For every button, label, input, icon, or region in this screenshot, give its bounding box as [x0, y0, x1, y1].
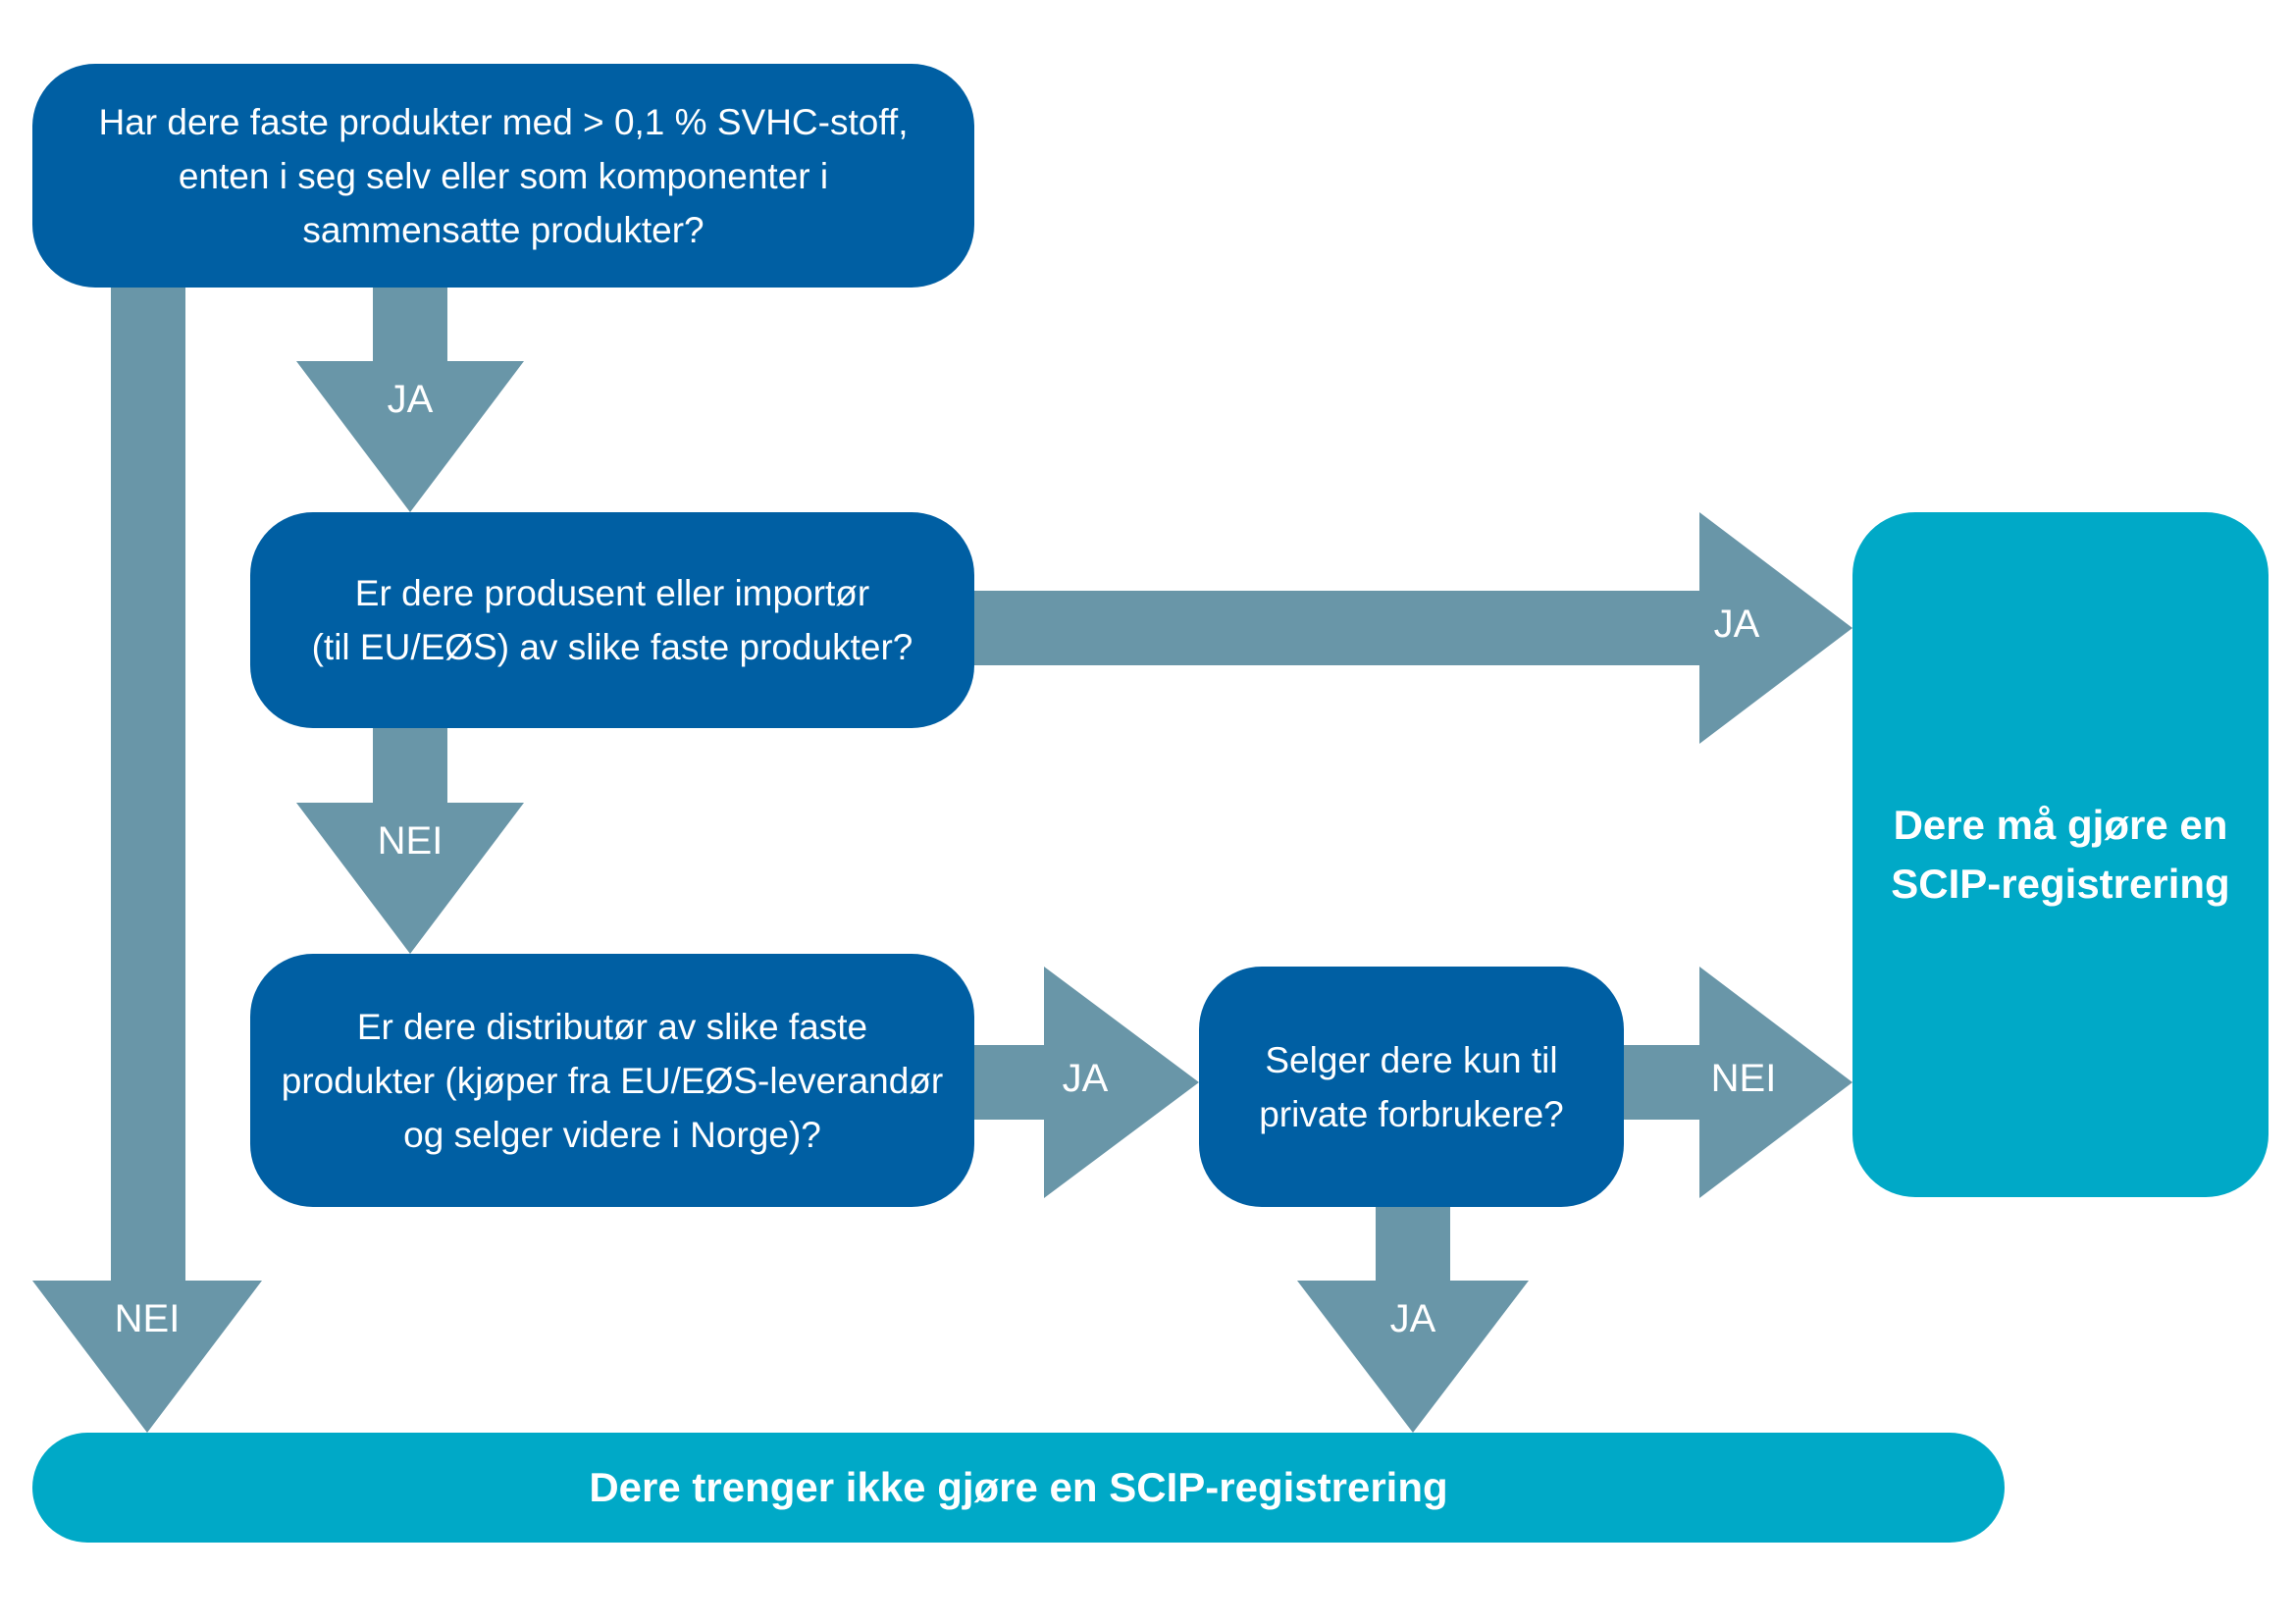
question-svhc-products-text: Har dere faste produkter med > 0,1 % SVH…: [98, 101, 909, 250]
question-svhc-products: Har dere faste produkter med > 0,1 % SVH…: [32, 64, 974, 288]
label-q3-ja: JA: [1062, 1057, 1109, 1100]
question-distributor-text: Er dere distributør av slike faste produ…: [281, 1006, 944, 1155]
arrow-q1-nei-shaft: [111, 285, 185, 1285]
label-q2-ja: JA: [1713, 602, 1760, 646]
question-private-consumers-text: Selger dere kun til private forbrukere?: [1259, 1039, 1564, 1134]
arrow-q4-nei-head: [1699, 967, 1852, 1198]
arrow-q2-nei-head: [296, 803, 524, 954]
arrow-q2-ja-head: [1699, 512, 1852, 744]
arrow-q2-nei-shaft: [373, 726, 447, 805]
question-producer-importer: Er dere produsent eller importør (til EU…: [250, 512, 974, 728]
result-no-registration: Dere trenger ikke gjøre en SCIP-registre…: [32, 1433, 2005, 1543]
arrow-q1-nei-head: [32, 1281, 262, 1433]
label-q4-ja: JA: [1389, 1297, 1436, 1340]
arrow-q4-nei-shaft: [1621, 1045, 1702, 1120]
arrow-q1-ja-shaft: [373, 285, 447, 363]
label-q1-nei: NEI: [114, 1297, 181, 1340]
result-no-registration-text: Dere trenger ikke gjøre en SCIP-registre…: [589, 1464, 1448, 1510]
arrow-q2-ja-shaft: [966, 591, 1702, 665]
result-registration-required-text: Dere må gjøre en SCIP-registrering: [1891, 802, 2230, 907]
arrow-q3-ja-head: [1044, 967, 1199, 1198]
question-producer-importer-text: Er dere produsent eller importør (til EU…: [311, 573, 913, 667]
label-q1-ja: JA: [387, 378, 434, 421]
label-q2-nei: NEI: [377, 819, 443, 863]
arrow-q1-ja-head: [296, 361, 524, 512]
question-distributor: Er dere distributør av slike faste produ…: [250, 954, 974, 1207]
arrow-q4-ja-shaft: [1376, 1207, 1450, 1285]
question-private-consumers: Selger dere kun til private forbrukere?: [1199, 967, 1624, 1207]
arrow-q3-ja-shaft: [966, 1045, 1047, 1120]
label-q4-nei: NEI: [1710, 1057, 1777, 1100]
result-registration-required: Dere må gjøre en SCIP-registrering: [1852, 512, 2269, 1197]
arrow-q4-ja-head: [1297, 1281, 1529, 1433]
